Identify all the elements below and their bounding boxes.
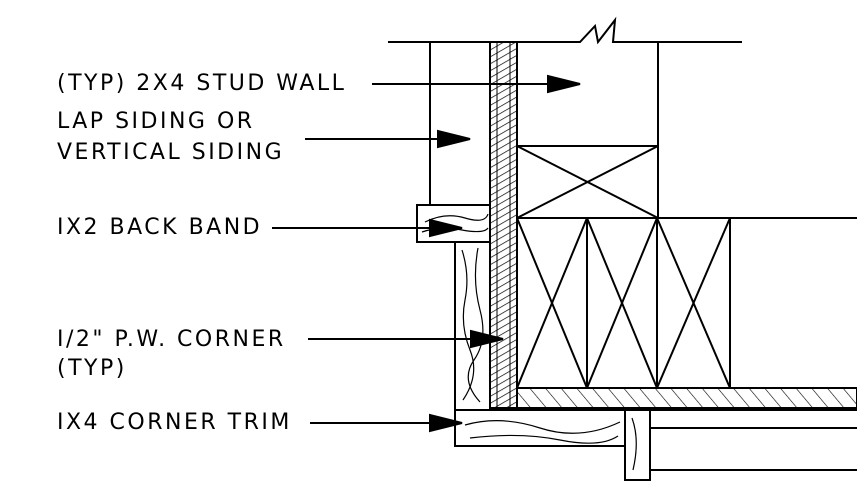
leader-pw-corner <box>308 329 504 349</box>
leader-back-band <box>272 218 463 238</box>
trim-board <box>454 241 491 411</box>
corner-trim-label: IX4 CORNER TRIM <box>57 410 292 435</box>
subfloor-band <box>516 387 857 409</box>
back-band-label: IX2 BACK BAND <box>57 215 263 240</box>
stud-wall-label: (TYP) 2X4 STUD WALL <box>57 71 347 96</box>
pw-corner-label-line1: I/2" P.W. CORNER <box>57 327 286 352</box>
break-line <box>388 16 742 45</box>
lower-trim <box>624 409 857 481</box>
rim-joist-blocks <box>516 217 857 389</box>
pw-corner-label-line2: (TYP) <box>57 356 127 381</box>
leader-siding <box>305 129 471 149</box>
corner-trim-board <box>454 409 626 447</box>
siding-label-line1: LAP SIDING OR <box>57 109 255 134</box>
leader-corner-trim <box>310 413 463 433</box>
top-stud-block <box>516 145 659 219</box>
plywood-corner <box>489 41 518 409</box>
stud-wall-outline <box>429 42 659 410</box>
leader-stud-wall <box>372 74 581 94</box>
back-band <box>416 204 491 243</box>
siding-label-line2: VERTICAL SIDING <box>57 140 285 165</box>
